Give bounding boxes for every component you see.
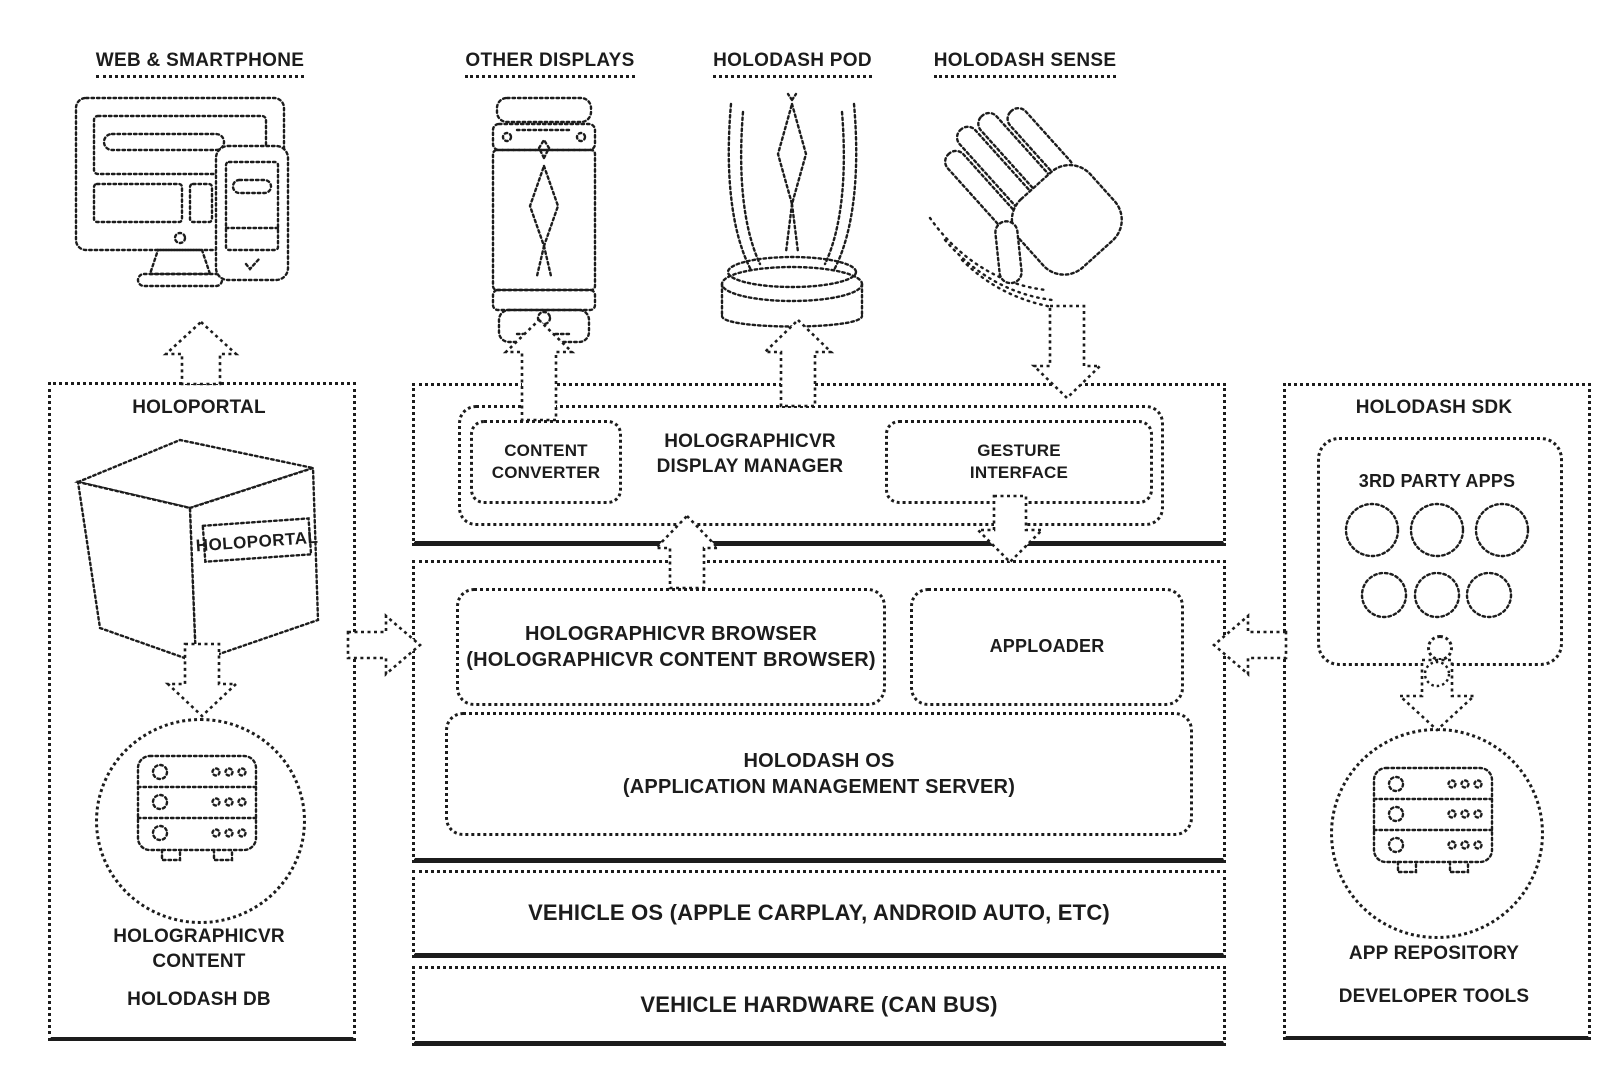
vehicle-hardware-box: VEHICLE HARDWARE (CAN BUS) [412,966,1226,1046]
holographic-jar-display-icon [491,96,597,344]
up-arrow-browser-icon [652,514,722,590]
developer-tools-label: DEVELOPER TOOLS [1338,986,1530,1007]
holographicvr-browser-box: HOLOGRAPHICVR BROWSER (HOLOGRAPHICVR CON… [456,588,886,706]
web-smartphone-label-wrap: WEB & SMARTPHONE [70,50,330,78]
vehicle-os-label: VEHICLE OS (APPLE CARPLAY, ANDROID AUTO,… [528,899,1110,925]
holographicvr-browser-label: HOLOGRAPHICVR BROWSER (HOLOGRAPHICVR CON… [466,623,876,671]
apploader-label: APPLOADER [989,636,1105,657]
gesture-interface-label: GESTURE INTERFACE [969,440,1069,482]
database-server-icon [136,754,258,862]
holodash-db-label: HOLODASH DB [127,989,271,1010]
holodash-os-box: HOLODASH OS (APPLICATION MANAGEMENT SERV… [445,712,1193,836]
vehicle-os-box: VEHICLE OS (APPLE CARPLAY, ANDROID AUTO,… [412,870,1226,958]
apploader-box: APPLOADER [910,588,1184,706]
up-arrow-web-icon [162,320,240,386]
holodash-db-circle [95,718,306,924]
holodash-sense-label: HOLODASH SENSE [933,50,1117,78]
content-converter-label: CONTENT CONVERTER [491,440,601,482]
app-repository-server-icon [1372,766,1494,874]
desktop-and-smartphone-icon [74,96,290,288]
web-smartphone-label: WEB & SMARTPHONE [95,50,305,78]
up-arrow-other-displays-icon [502,318,576,422]
waving-hand-icon [928,106,1123,310]
vehicle-hardware-label: VEHICLE HARDWARE (CAN BUS) [640,991,998,1017]
app-repository-label: APP REPOSITORY [1348,943,1520,964]
holodash-pod-label-wrap: HOLODASH POD [695,50,890,78]
holographicvr-content-label: HOLOGRAPHICVR CONTENT [113,926,285,972]
third-party-app-circles-icon [1344,502,1530,619]
down-arrow-db-icon [164,642,240,718]
holodash-pod-label: HOLODASH POD [713,50,872,78]
holoportal-cube-icon: HOLOPORTAL [74,438,320,664]
other-displays-label-wrap: OTHER DISPLAYS [450,50,650,78]
holoportal-panel-title: HOLOPORTAL [132,397,266,418]
right-arrow-holoportal-icon [346,613,423,677]
sdk-connector-dot [1427,635,1453,661]
left-arrow-sdk-icon [1211,613,1288,677]
gesture-interface-box: GESTURE INTERFACE [885,420,1153,504]
other-displays-label: OTHER DISPLAYS [465,50,635,78]
display-manager-label: HOLOGRAPHICVR DISPLAY MANAGER [656,431,844,477]
up-arrow-pod-icon [761,318,835,408]
holodash-os-label: HOLODASH OS (APPLICATION MANAGEMENT SERV… [622,750,1016,798]
holodash-pod-icon [720,92,864,328]
holodash-sense-label-wrap: HOLODASH SENSE [925,50,1125,78]
third-party-apps-label: 3RD PARTY APPS [1358,471,1516,491]
content-converter-box: CONTENT CONVERTER [470,420,622,504]
down-arrow-gesture-icon [974,494,1046,564]
down-arrow-sense-icon [1030,304,1104,400]
holodash-sdk-title: HOLODASH SDK [1355,397,1513,418]
sdk-download-arrow-icon [1396,658,1478,732]
